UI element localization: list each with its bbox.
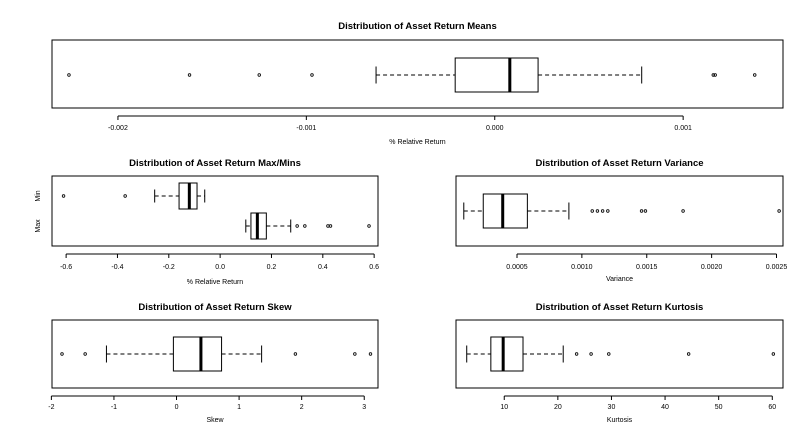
outlier-point <box>295 224 299 228</box>
plot-frame <box>455 175 784 247</box>
x-tick-label: 60 <box>768 404 776 411</box>
x-tick-label: 10 <box>500 404 508 411</box>
x-tick-label: -0.4 <box>111 264 123 271</box>
outlier-point <box>328 224 333 228</box>
chart-panel-2: Distribution of Asset Return Max/Mins -0.… <box>35 158 379 286</box>
outlier-point <box>639 209 644 213</box>
outlier-point <box>589 352 593 356</box>
x-tick-label: 0.0025 <box>766 264 788 271</box>
chart-panel-4: Distribution of Asset Return Skew -2 -1 0 1 2… <box>48 302 379 424</box>
x-tick-label: 50 <box>715 404 723 411</box>
x-tick-label: 0.0010 <box>571 264 593 271</box>
chart-title: Distribution of Asset Return Max/Mins <box>129 158 301 169</box>
x-tick-label: 0.6 <box>369 264 379 271</box>
outlier-point <box>686 352 691 356</box>
category-label: Min <box>35 190 42 201</box>
x-tick-label: 2 <box>300 404 304 411</box>
outlier-point <box>595 209 600 213</box>
x-tick-label: 0.000 <box>486 125 504 132</box>
x-tick-label: -0.2 <box>163 264 175 271</box>
chart-title: Distribution of Asset Return Kurtosis <box>536 302 704 313</box>
x-tick-label: -0.001 <box>296 125 316 132</box>
outlier-point <box>303 224 307 228</box>
x-tick-label: 0.0015 <box>636 264 658 271</box>
x-tick-label: -2 <box>48 404 54 411</box>
x-tick-label: 1 <box>237 404 241 411</box>
chart-panel-5: Distribution of Asset Return Kurtosis 10 2… <box>455 302 784 424</box>
iqr-box <box>490 336 524 372</box>
outlier-point <box>643 209 648 213</box>
x-tick-label: -1 <box>111 404 117 411</box>
chart-title: Distribution of Asset Return Skew <box>138 302 292 313</box>
outlier-point <box>600 209 605 213</box>
outlier-point <box>368 352 373 356</box>
x-tick-label: 0 <box>175 404 179 411</box>
x-tick-label: 0.0 <box>215 264 225 271</box>
plot-frame <box>51 319 379 389</box>
outlier-point <box>83 352 87 356</box>
outlier-point <box>574 352 579 356</box>
outlier-point <box>711 73 715 77</box>
x-axis-label: Kurtosis <box>607 417 633 424</box>
chart-title: Distribution of Asset Return Means <box>338 21 497 32</box>
outlier-point <box>187 73 192 77</box>
x-tick-label: 3 <box>362 404 366 411</box>
outlier-point <box>606 209 610 213</box>
x-tick-label: -0.6 <box>60 264 72 271</box>
outlier-point <box>257 73 261 77</box>
outlier-point <box>293 352 298 356</box>
plot-frame <box>51 39 784 109</box>
x-tick-label: 40 <box>661 404 669 411</box>
outlier-point <box>123 194 127 198</box>
iqr-box <box>172 336 223 372</box>
plot-frame <box>51 175 379 247</box>
outlier-point <box>60 352 64 356</box>
chart-panel-3: Distribution of Asset Return Variance 0.0… <box>455 158 788 283</box>
x-tick-label: 0.001 <box>674 125 692 132</box>
x-tick-label: 0.0005 <box>506 264 528 271</box>
x-axis-label: Skew <box>206 417 224 424</box>
outlier-point <box>771 352 776 356</box>
outlier-point <box>310 73 314 77</box>
x-axis-label: % Relative Return <box>389 139 446 146</box>
x-tick-label: 0.2 <box>267 264 277 271</box>
x-axis-label: % Relative Return <box>187 279 244 286</box>
outlier-point <box>607 352 611 356</box>
outlier-point <box>353 352 357 356</box>
category-label: Max <box>35 219 42 233</box>
iqr-box <box>454 57 539 93</box>
x-axis-label: Variance <box>606 276 633 283</box>
x-tick-label: 30 <box>608 404 616 411</box>
x-tick-label: 0.0020 <box>701 264 723 271</box>
outlier-point <box>753 73 757 77</box>
outlier-point <box>713 73 717 77</box>
outlier-point <box>590 209 594 213</box>
outlier-point <box>681 209 685 213</box>
outlier-point <box>777 209 781 213</box>
chart-title: Distribution of Asset Return Variance <box>535 158 703 169</box>
plot-frame <box>455 319 784 389</box>
x-tick-label: -0.002 <box>108 125 128 132</box>
outlier-point <box>67 73 71 77</box>
outlier-point <box>61 194 66 198</box>
x-tick-label: 0.4 <box>318 264 328 271</box>
chart-panel-1: Distribution of Asset Return Means -0.002… <box>51 21 784 146</box>
iqr-box <box>482 193 528 229</box>
x-tick-label: 20 <box>554 404 562 411</box>
outlier-point <box>367 224 371 228</box>
